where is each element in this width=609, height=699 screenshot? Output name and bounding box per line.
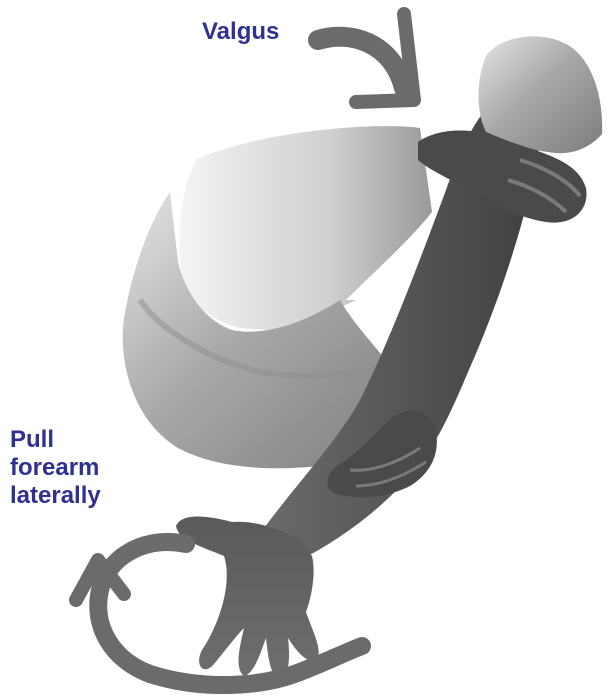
pull-label-line-2: forearm [10,454,101,482]
patient-hand [176,517,319,681]
pull-label-line-1: Pull [10,426,101,454]
valgus-arrow-icon [318,14,414,102]
pull-label-line-3: laterally [10,482,101,510]
valgus-label: Valgus [202,18,279,46]
wrist-cuff [479,36,603,153]
lateral-pull-arrow-icon [76,542,362,685]
pull-forearm-label: Pull forearm laterally [10,426,101,510]
